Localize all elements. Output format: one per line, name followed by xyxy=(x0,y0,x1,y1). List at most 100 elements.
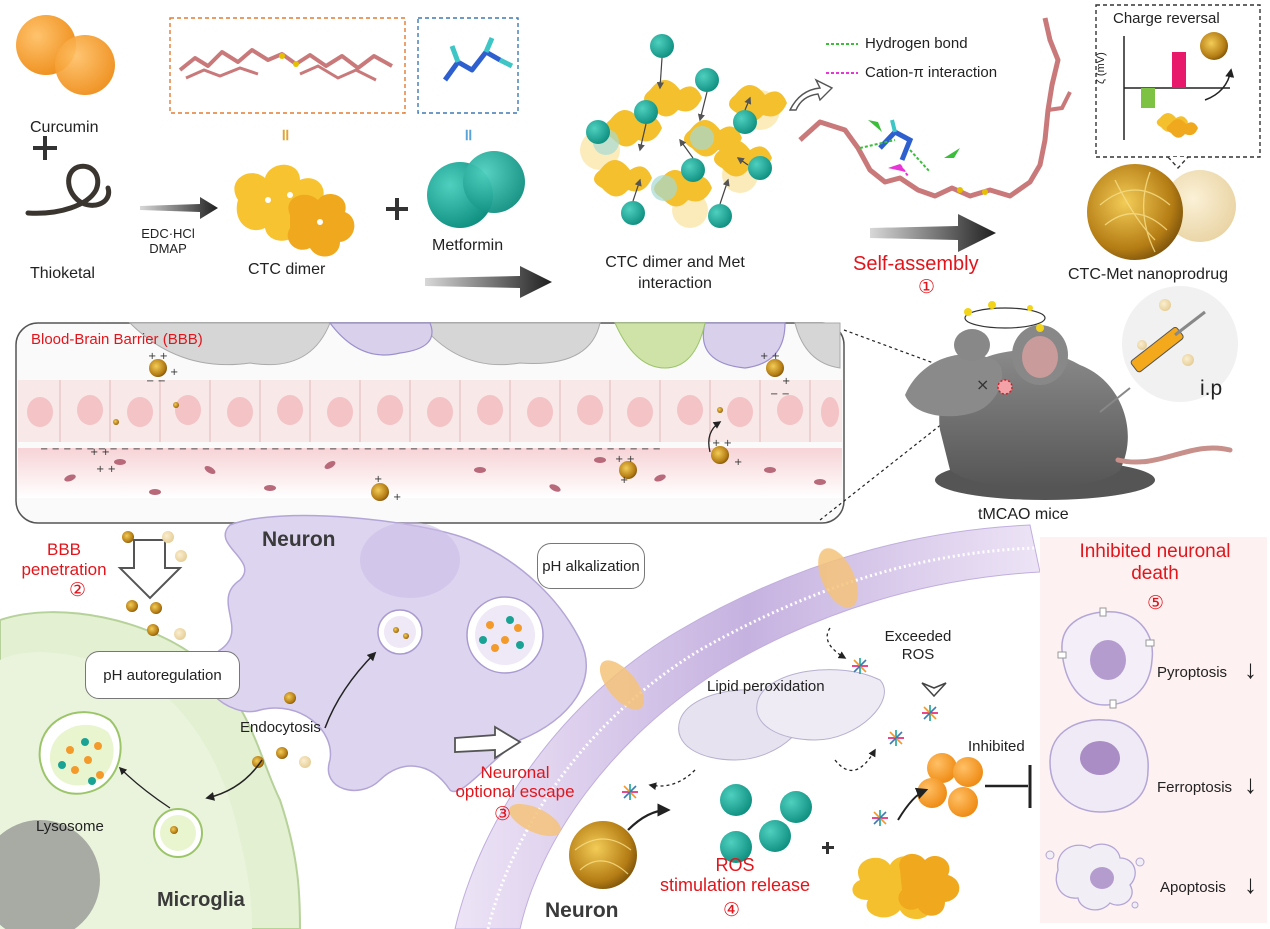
ros-release-line2: stimulation release xyxy=(659,874,811,895)
lysosome-label: Lysosome xyxy=(36,818,104,835)
step-5-marker: ⑤ xyxy=(1147,592,1165,614)
neuron-vesicle-2 xyxy=(466,596,544,674)
ph-alkalization-bubble: pH alkalization xyxy=(537,543,645,589)
curcumin-label: Curcumin xyxy=(30,119,99,136)
binding-detail-icon xyxy=(798,17,1072,199)
pale-nanoparticles xyxy=(162,531,311,768)
interaction-label-line2: interaction xyxy=(638,274,712,292)
pyroptosis-label: Pyroptosis xyxy=(1157,664,1228,681)
svg-text:+: + xyxy=(782,376,790,387)
bbb-penetration-line2: penetration xyxy=(21,559,107,579)
mouse-icon: × xyxy=(905,301,1233,500)
svg-text:+: + xyxy=(170,367,178,378)
bbb-title: Blood-Brain Barrier (BBB) xyxy=(31,331,203,348)
death-title-line2: death xyxy=(1131,562,1179,584)
exceeded-ros-arrow xyxy=(921,682,947,698)
syringe-icon xyxy=(1099,286,1238,413)
dashed-arrows xyxy=(648,627,876,791)
apoptosis-down-arrow-icon: ↓ xyxy=(1244,869,1257,899)
thioketal-label: Thioketal xyxy=(30,265,95,282)
legend-cation-label: Cation-π interaction xyxy=(865,64,998,81)
mixing-arrow xyxy=(425,266,552,298)
zeta-axis-label: ζ (mV) xyxy=(1095,52,1107,84)
neuron-bottom-label: Neuron xyxy=(545,899,619,922)
interaction-cluster-icon xyxy=(580,34,787,228)
svg-text:+: + xyxy=(374,474,382,485)
ros-release-label: ROS stimulation release xyxy=(625,855,845,896)
lysosome-arrow xyxy=(118,766,171,809)
svg-text:− −: − − xyxy=(770,389,790,400)
interaction-label-line1: CTC dimer and Met xyxy=(605,254,745,271)
ros-burst-icons xyxy=(622,658,938,826)
bbb-panel: + ++− − + ++− − + ++ + +++ ++ + ++ − − −… xyxy=(15,322,845,524)
escape-arrow xyxy=(454,725,522,760)
cell-membrane xyxy=(454,524,1041,929)
released-dimer-icon xyxy=(852,853,960,920)
inhibited-label: Inhibited xyxy=(968,738,1025,755)
escape-label-line2: optional escape xyxy=(455,781,575,801)
plus-icon-3 xyxy=(822,842,834,854)
svg-text:+: + xyxy=(393,492,401,503)
exceeded-ros-label: Exceeded ROS xyxy=(878,628,958,664)
step-3-marker: ③ xyxy=(494,803,512,825)
legend-hbond-label: Hydrogen bond xyxy=(865,35,968,52)
ph-alkalization-label: pH alkalization xyxy=(542,557,640,575)
pyroptosis-down-arrow-icon: ↓ xyxy=(1244,654,1257,684)
step-2-marker: ② xyxy=(69,579,87,601)
ros-release-line1: ROS xyxy=(715,855,755,875)
mice-label: tMCAO mice xyxy=(978,506,1069,523)
zoom-line-upper xyxy=(843,329,986,383)
ph-autoregulation-label: pH autoregulation xyxy=(103,666,222,684)
exceeded-ros-line1: Exceeded xyxy=(884,628,952,645)
neuron-vesicle-1 xyxy=(377,609,423,655)
ferroptosis-cell-icon xyxy=(1049,719,1149,813)
endocytosis-arrow-2 xyxy=(205,759,263,801)
svg-text:+: + xyxy=(620,475,628,486)
apoptosis-label: Apoptosis xyxy=(1160,879,1226,896)
svg-text:×: × xyxy=(976,375,989,394)
svg-text:+ +: + + xyxy=(148,351,168,362)
metformin-label: Metformin xyxy=(432,237,504,254)
svg-text:+ +: + + xyxy=(615,454,635,465)
exceeded-ros-line2: ROS xyxy=(901,646,935,663)
ph-autoregulation-bubble: pH autoregulation xyxy=(85,651,240,699)
death-title-line1: Inhibited neuronal xyxy=(1079,541,1231,562)
reagent-edc: EDC·HCl xyxy=(141,226,195,241)
step-1-marker: ① xyxy=(918,276,936,298)
dimer-mini-icon xyxy=(1156,113,1198,138)
metformin-icon xyxy=(427,151,525,228)
svg-text:+ +: + + xyxy=(96,464,116,475)
nanoprodrug-label: CTC-Met nanoprodrug xyxy=(1068,266,1229,283)
ferroptosis-label: Ferroptosis xyxy=(1157,779,1233,796)
equals-icon-met: ॥ xyxy=(463,127,473,144)
interaction-label: CTC dimer and Met interaction xyxy=(585,253,765,295)
free-nanoparticles xyxy=(122,531,296,768)
ctc-dimer-icon xyxy=(234,164,355,257)
zoom-arrow-icon xyxy=(788,78,834,111)
endocytosis-arrow xyxy=(324,651,377,729)
equals-icon-ctc: ॥ xyxy=(280,127,290,144)
apoptosis-cell-icon xyxy=(1045,843,1145,911)
ferroptosis-down-arrow-icon: ↓ xyxy=(1244,769,1257,799)
self-assembly-arrow xyxy=(870,214,996,252)
nanoprodrug-icon xyxy=(1087,164,1236,260)
ctc-structure-box xyxy=(169,17,406,114)
microglia-label: Microglia xyxy=(157,889,245,911)
nanoparticle-mini-icon xyxy=(1200,32,1228,60)
reagents-label: EDC·HCl DMAP xyxy=(140,226,196,257)
bbb-penetration-arrow xyxy=(117,539,183,600)
bbb-penetration-label: BBB penetration xyxy=(14,540,114,579)
pyroptosis-cell-icon xyxy=(1057,607,1155,709)
inhibit-bar xyxy=(985,765,1032,808)
synthesis-arrow xyxy=(140,197,218,219)
zeta-bar-negative xyxy=(1141,88,1155,108)
escape-label: Neuronal optional escape xyxy=(440,763,590,801)
release-arrow-2 xyxy=(897,787,929,821)
death-title: Inhibited neuronal death xyxy=(1045,541,1265,585)
svg-text:+ +: + + xyxy=(760,351,780,362)
svg-text:− −: − − xyxy=(146,376,166,387)
curcumin-icon xyxy=(16,15,115,95)
metformin-structure-box xyxy=(417,17,519,114)
escape-label-line1: Neuronal xyxy=(480,763,550,782)
